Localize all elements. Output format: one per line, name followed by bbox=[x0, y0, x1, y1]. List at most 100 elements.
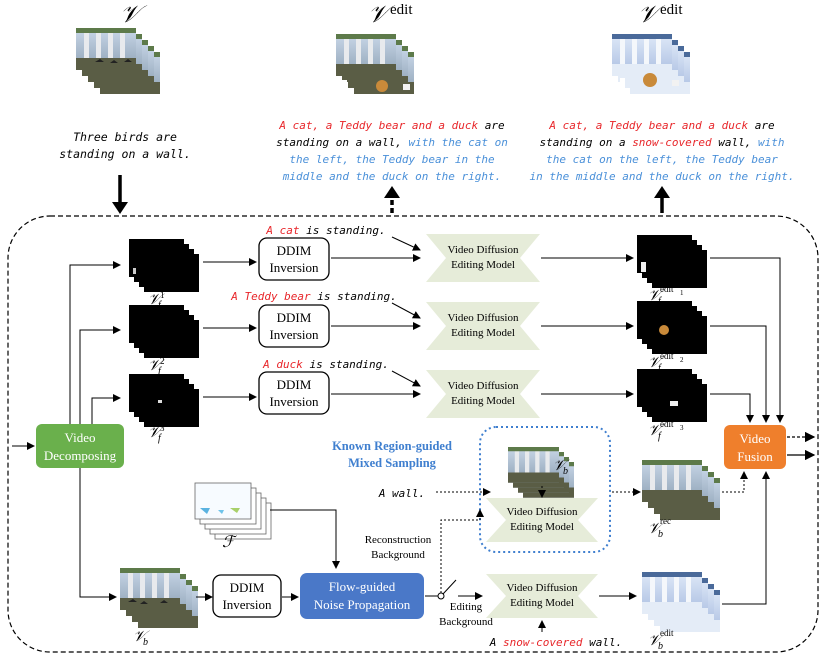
svg-text:f: f bbox=[158, 366, 162, 377]
vb-edit-sub: b bbox=[658, 641, 663, 652]
svg-text:Video Diffusion: Video Diffusion bbox=[507, 582, 578, 594]
svg-text:edit: edit bbox=[660, 284, 674, 294]
svg-text:Editing Model: Editing Model bbox=[510, 521, 574, 533]
svg-text:edit: edit bbox=[660, 351, 674, 361]
svg-text:A cat is standing.: A cat is standing. bbox=[265, 224, 385, 237]
known-region-title-1: Known Region-guided bbox=[332, 439, 452, 453]
vb-rec-sup: rec bbox=[660, 516, 671, 526]
svg-text:Video Diffusion: Video Diffusion bbox=[448, 244, 519, 256]
svg-text:edit: edit bbox=[660, 419, 674, 429]
svg-text:the left, the Teddy bear in th: the left, the Teddy bear in the bbox=[289, 153, 495, 166]
edit-prompt-middle: A cat, a Teddy bear and a duck are stand… bbox=[276, 119, 508, 183]
svg-text:Editing: Editing bbox=[450, 601, 483, 613]
svg-text:Fusion: Fusion bbox=[737, 449, 773, 464]
optical-flow-stack bbox=[194, 482, 272, 540]
editing-model-reconstruction: Video Diffusion Editing Model bbox=[486, 498, 598, 542]
svg-text:DDIM: DDIM bbox=[277, 243, 312, 258]
editing-model-3: Video Diffusion Editing Model bbox=[426, 370, 540, 418]
svg-text:middle and the duck on the rig: middle and the duck on the right. bbox=[282, 170, 502, 183]
svg-text:1: 1 bbox=[680, 289, 684, 297]
background-stack bbox=[120, 568, 198, 628]
flow-label: ℱ bbox=[222, 534, 238, 551]
edited-foreground-stack-3 bbox=[637, 369, 707, 422]
svg-text:the cat on the left, the Teddy: the cat on the left, the Teddy bear bbox=[546, 153, 778, 166]
edited-snow-video-stack bbox=[612, 34, 690, 94]
svg-text:f: f bbox=[158, 300, 162, 311]
svg-text:Reconstruction: Reconstruction bbox=[365, 534, 432, 546]
svg-text:Flow-guided: Flow-guided bbox=[329, 579, 396, 594]
video-fusion-block: Video Fusion bbox=[724, 425, 786, 469]
input-video-label: 𝒱 bbox=[120, 2, 148, 28]
svg-text:Video Diffusion: Video Diffusion bbox=[448, 380, 519, 392]
svg-text:A duck is standing.: A duck is standing. bbox=[262, 358, 389, 371]
svg-text:Inversion: Inversion bbox=[269, 327, 319, 342]
foreground-prompts: A cat is standing. A Teddy bear is stand… bbox=[230, 224, 397, 371]
edited-foreground-labels: 𝒱 f edit 1 𝒱 f edit 2 𝒱 f edit 3 bbox=[648, 284, 684, 442]
edited-video-stack bbox=[336, 34, 414, 94]
snow-prompt: A snow-covered wall. bbox=[489, 636, 622, 649]
stack-to-ddim-arrows bbox=[203, 258, 257, 401]
svg-text:DDIM: DDIM bbox=[230, 580, 265, 595]
svg-text:Background: Background bbox=[439, 616, 493, 628]
svg-text:standing on a wall, with the c: standing on a wall, with the cat on bbox=[276, 136, 508, 149]
svg-text:Noise Propagation: Noise Propagation bbox=[314, 597, 411, 612]
svg-text:DDIM: DDIM bbox=[277, 377, 312, 392]
svg-text:1: 1 bbox=[160, 290, 165, 300]
vb-inner-sub: b bbox=[563, 466, 568, 477]
model-to-output-arrows bbox=[541, 254, 634, 398]
svg-text:Decomposing: Decomposing bbox=[44, 448, 117, 463]
known-region-title-2: Mixed Sampling bbox=[348, 456, 437, 470]
svg-text:3: 3 bbox=[680, 424, 684, 432]
vb-rec-sub: b bbox=[658, 529, 663, 540]
foreground-stack-1 bbox=[129, 239, 199, 292]
svg-text:A cat, a Teddy bear and a duck: A cat, a Teddy bear and a duck are bbox=[278, 119, 505, 132]
editing-model-2: Video Diffusion Editing Model bbox=[426, 302, 540, 350]
ddim-to-model-arrows bbox=[331, 236, 421, 398]
foreground-labels: 𝒱 f 1 𝒱 f 2 𝒱 f 3 bbox=[148, 290, 165, 444]
svg-text:A cat, a Teddy bear and a duck: A cat, a Teddy bear and a duck are bbox=[548, 119, 775, 132]
flow-guided-noise-propagation-block: Flow-guided Noise Propagation bbox=[300, 573, 424, 619]
svg-text:f: f bbox=[158, 433, 162, 444]
foreground-stack-3 bbox=[129, 374, 199, 427]
switch-labels: Reconstruction Background Editing Backgr… bbox=[365, 534, 494, 628]
edited-foreground-stack-2 bbox=[637, 301, 707, 354]
ddim-inversion-box-3: DDIM Inversion bbox=[258, 371, 330, 415]
svg-text:Editing Model: Editing Model bbox=[451, 395, 515, 407]
svg-text:DDIM: DDIM bbox=[277, 310, 312, 325]
svg-text:Background: Background bbox=[371, 549, 425, 561]
svg-text:standing on a wall.: standing on a wall. bbox=[59, 147, 191, 161]
output-arrow-up bbox=[654, 186, 670, 213]
vb-edit-sup: edit bbox=[660, 628, 674, 638]
ddim-inversion-box-2: DDIM Inversion bbox=[258, 304, 330, 348]
vb-sub: b bbox=[143, 637, 148, 648]
editing-model-background: Video Diffusion Editing Model bbox=[486, 574, 598, 618]
wall-prompt: A wall. bbox=[378, 487, 425, 500]
svg-text:f: f bbox=[658, 431, 662, 442]
svg-text:Video: Video bbox=[740, 431, 771, 446]
video-decomposing-block: Video Decomposing bbox=[36, 424, 124, 468]
edited-video-sup: edit bbox=[390, 2, 413, 18]
svg-text:Editing Model: Editing Model bbox=[451, 327, 515, 339]
svg-text:Inversion: Inversion bbox=[269, 260, 319, 275]
svg-text:in the middle and the duck on: in the middle and the duck on the right. bbox=[530, 170, 795, 183]
svg-text:2: 2 bbox=[160, 356, 165, 366]
pipeline-container bbox=[7, 215, 819, 653]
svg-text:Inversion: Inversion bbox=[269, 394, 319, 409]
svg-text:3: 3 bbox=[160, 423, 165, 433]
svg-text:Video Diffusion: Video Diffusion bbox=[448, 312, 519, 324]
svg-text:Video: Video bbox=[65, 430, 96, 445]
ddim-inversion-box-1: DDIM Inversion bbox=[258, 237, 330, 281]
known-region-box bbox=[479, 426, 611, 553]
svg-text:A Teddy bear is standing.: A Teddy bear is standing. bbox=[230, 290, 397, 303]
svg-text:f: f bbox=[658, 296, 662, 307]
svg-text:Video Diffusion: Video Diffusion bbox=[507, 506, 578, 518]
svg-text:Editing Model: Editing Model bbox=[510, 597, 574, 609]
editing-model-1: Video Diffusion Editing Model bbox=[426, 234, 540, 282]
svg-text:Editing Model: Editing Model bbox=[451, 259, 515, 271]
input-arrow-down bbox=[112, 175, 128, 214]
background-switch bbox=[425, 509, 484, 600]
decomposing-branches bbox=[69, 261, 121, 601]
edited-background-stack bbox=[642, 572, 720, 632]
svg-text:Three birds are: Three birds are bbox=[73, 130, 177, 144]
